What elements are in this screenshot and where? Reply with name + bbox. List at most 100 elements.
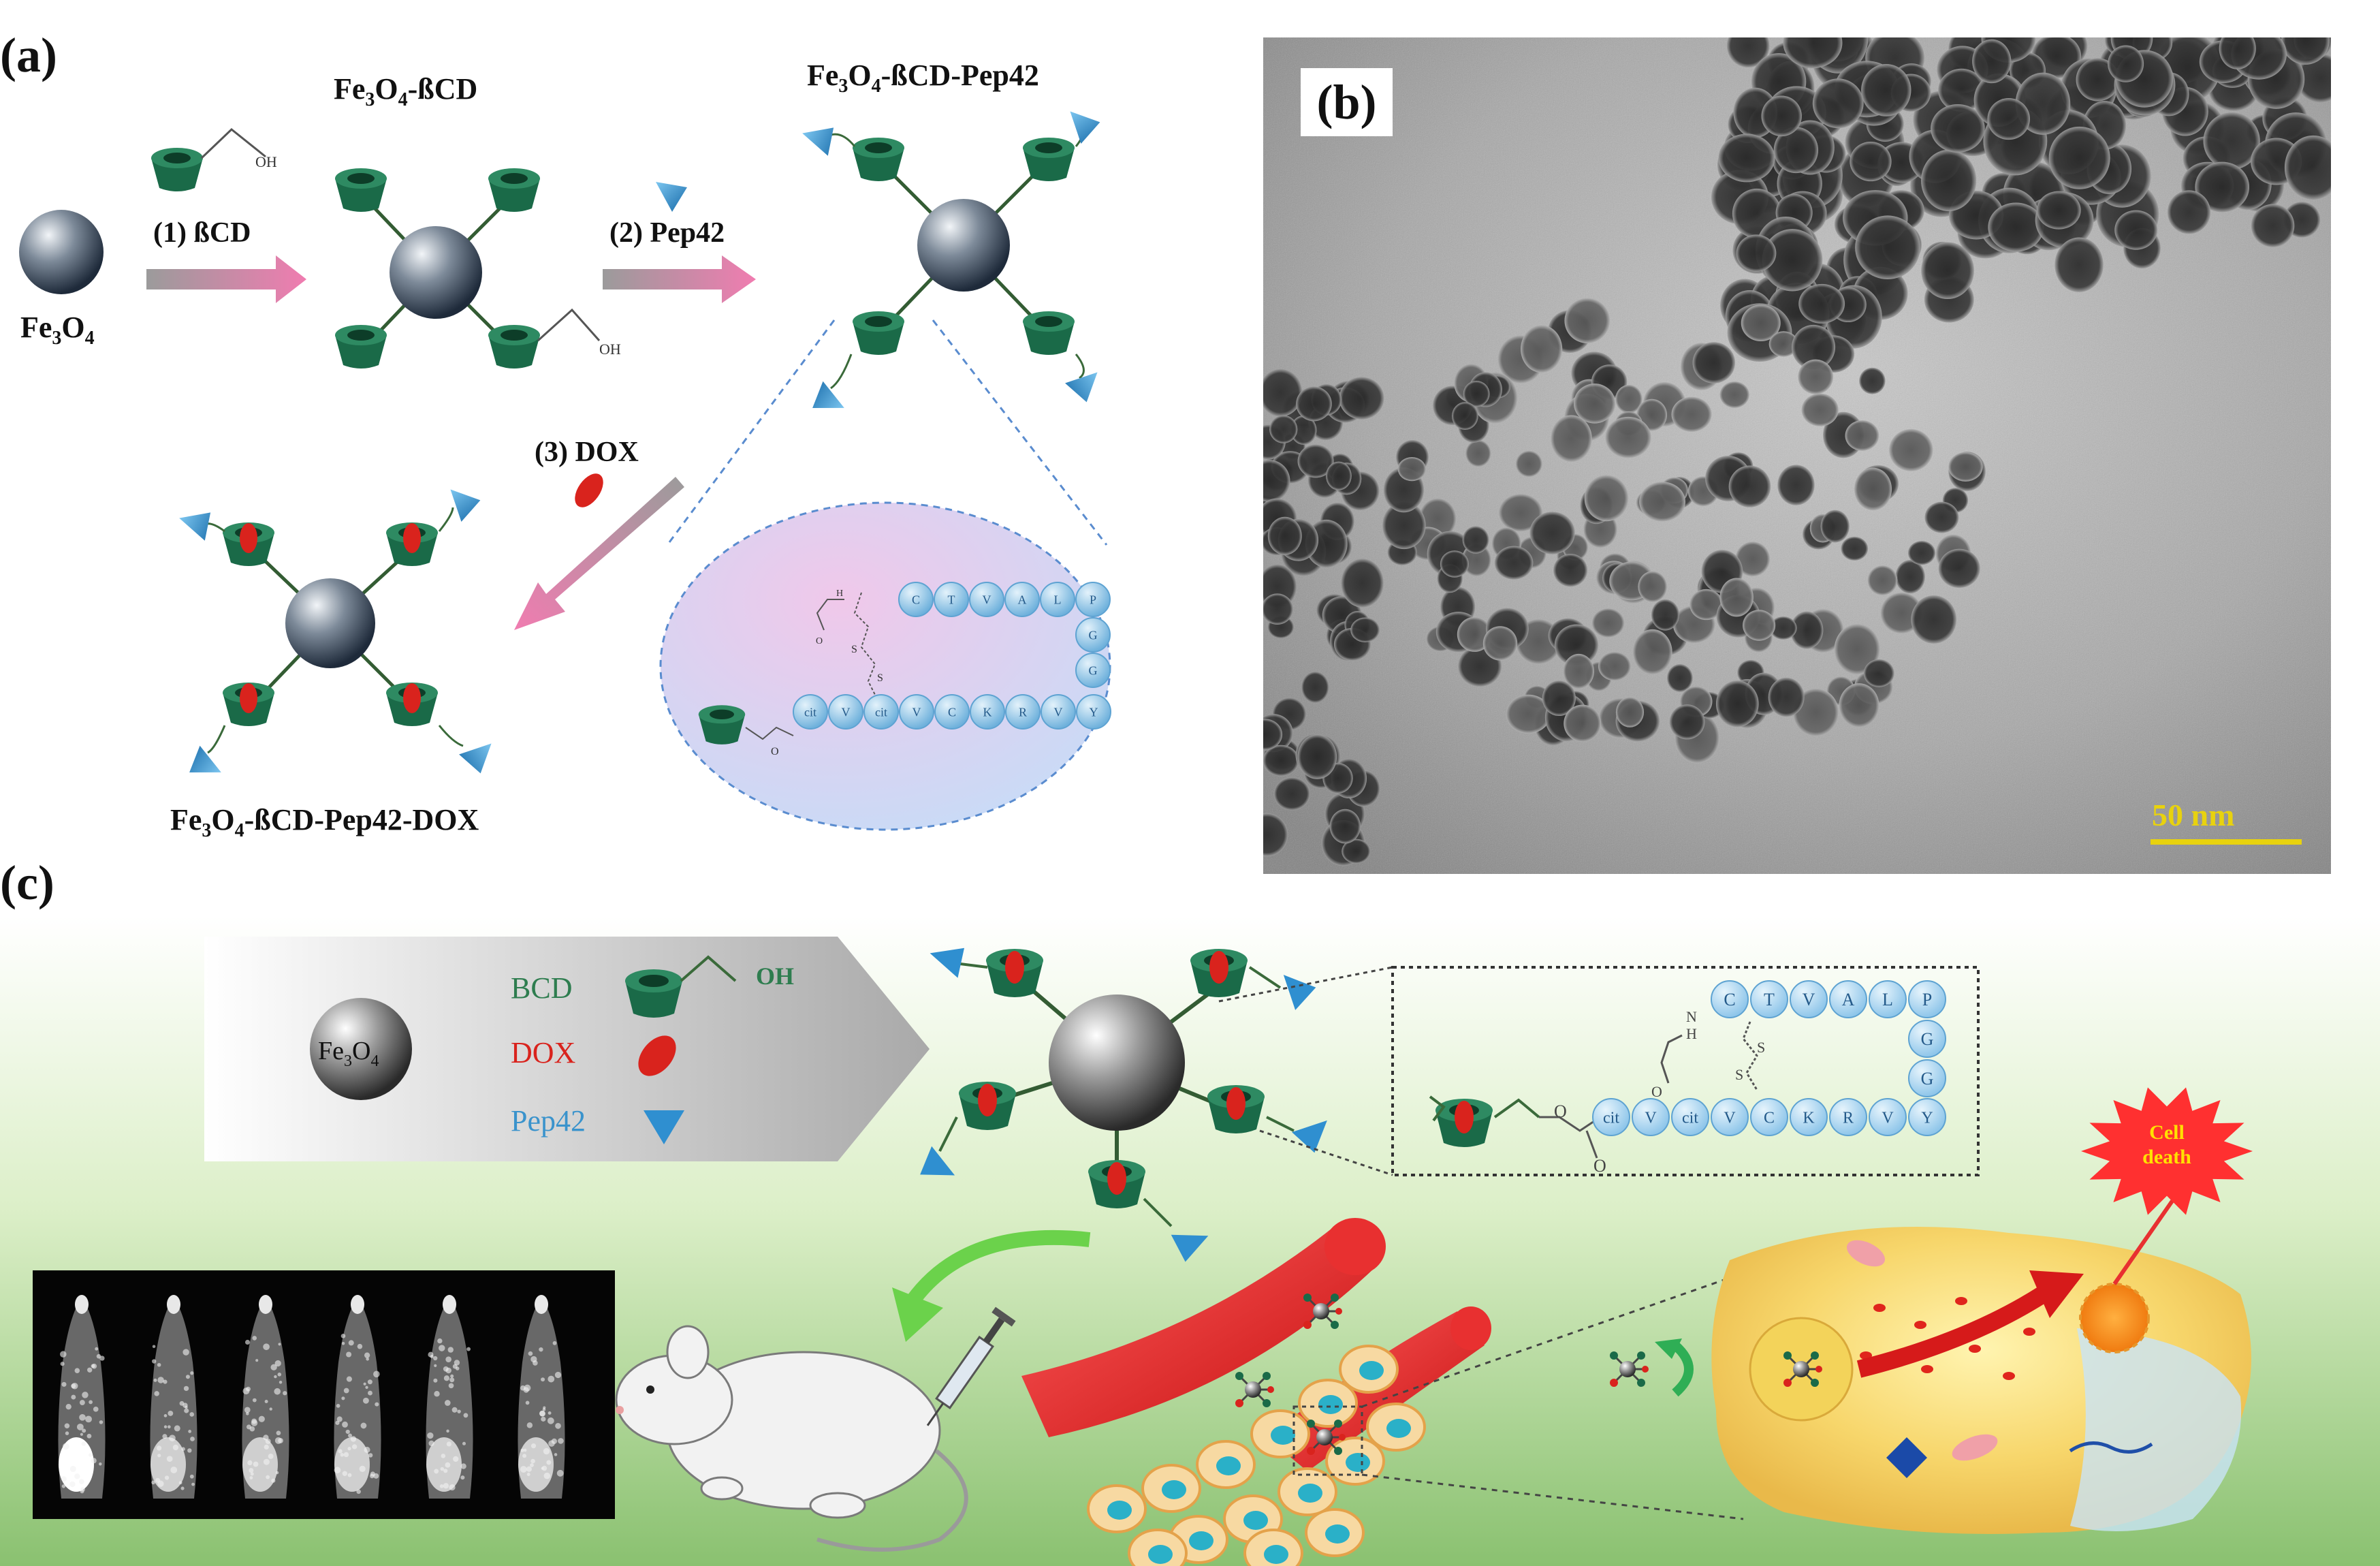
- mri-mouse-scan: [518, 1295, 565, 1499]
- nanoparticle-blob: [1263, 745, 1299, 777]
- tumor-cell: [1250, 1409, 1310, 1458]
- mouse-illustration: [615, 1325, 968, 1552]
- nanoparticle-blob: [1440, 550, 1470, 578]
- nanoparticle-blob: [1638, 571, 1668, 603]
- svg-text:R: R: [1843, 1109, 1854, 1127]
- dox-molecule: [2003, 1372, 2015, 1380]
- legend-dox-icon: [638, 1035, 676, 1076]
- nanoparticle-blob: [1768, 331, 1798, 357]
- nanoparticle-blob: [2054, 237, 2104, 292]
- peptide-bead: V: [899, 694, 934, 730]
- tumor-cell: [1339, 1345, 1399, 1394]
- nanoparticle-blob: [1790, 611, 1824, 649]
- nanoparticle-blob: [1529, 512, 1575, 554]
- panel-c-label: (c): [0, 856, 54, 910]
- peptide-bead: L: [1040, 582, 1075, 617]
- nanoparticle-blob: [1931, 104, 1985, 153]
- nanoparticle-blob: [1820, 510, 1850, 543]
- svg-text:V: V: [1645, 1109, 1657, 1127]
- cell-death-label-2: death: [2142, 1146, 2191, 1168]
- nanoparticle-blob: [1329, 809, 1361, 844]
- fe3o4-bcd-pep42-dox-structure: [179, 489, 492, 778]
- scale-bar-label: 50 nm: [2152, 798, 2235, 832]
- peptide-bead: L: [1869, 980, 1907, 1018]
- bcd-anchor-in-oval: [698, 705, 746, 745]
- nanoparticle-blob: [1554, 624, 1599, 666]
- tumor-cell: [1325, 1437, 1385, 1486]
- nanoparticle-blob: [1719, 381, 1749, 408]
- oval-ss-label-1: S: [851, 644, 857, 655]
- nanoparticle-blob: [1972, 39, 2012, 84]
- nanoparticle-blob: [1889, 428, 1933, 471]
- peptide-bead: cit: [1671, 1098, 1709, 1136]
- tumor-cell: [1298, 1379, 1358, 1428]
- compound-fe3o4-bcd-pep42-title: Fe3O4-ßCD-Pep42: [807, 59, 1039, 97]
- mri-mouse-scan: [58, 1295, 106, 1499]
- nanoparticle-blob: [1325, 461, 1352, 490]
- nanoparticle-blob: [1269, 415, 1298, 443]
- peptide-zoom-oval: [659, 501, 1111, 831]
- peptide-bead: A: [1829, 980, 1867, 1018]
- box-oxy-label-2: O: [1593, 1156, 1606, 1176]
- nanoparticle-blob: [1515, 450, 1542, 477]
- svg-text:A: A: [1018, 593, 1027, 606]
- svg-text:V: V: [1803, 990, 1815, 1009]
- peptide-bead: V: [1869, 1098, 1907, 1136]
- legend-core-label: Fe3O4: [318, 1037, 379, 1070]
- nanoparticle-blob: [1605, 416, 1651, 458]
- nanoparticle-blob: [1762, 229, 1823, 292]
- svg-text:K: K: [1803, 1109, 1815, 1127]
- dox-free: [575, 473, 603, 507]
- compound-fe3o4-bcd-title: Fe3O4-ßCD: [334, 72, 478, 110]
- svg-text:P: P: [1090, 593, 1096, 606]
- mri-mouse-scan: [334, 1295, 381, 1499]
- nanoparticle-blob: [2219, 37, 2256, 69]
- nanoparticle-blob: [1692, 342, 1736, 383]
- nanoparticle-blob: [1834, 624, 1880, 675]
- nanoparticle-blob: [1728, 465, 1771, 507]
- peptide-bead: G: [1075, 617, 1111, 653]
- fe3o4-core-bare: [19, 210, 104, 294]
- tumor-cell: [1366, 1403, 1426, 1452]
- nanoparticle-blob: [1773, 127, 1819, 174]
- peptide-bead: A: [1004, 582, 1040, 617]
- nanoparticle-blob: [1290, 415, 1317, 445]
- svg-text:A: A: [1842, 990, 1855, 1009]
- peptide-bead: T: [1750, 980, 1788, 1018]
- oval-ss-label-2: S: [877, 672, 883, 684]
- peptide-bead: R: [1829, 1098, 1867, 1136]
- nanoparticle-blob: [1666, 663, 1693, 692]
- nanoparticle-blob: [1632, 629, 1672, 675]
- nanoparticle-blob: [1769, 616, 1797, 640]
- nanoparticle-blob: [1895, 559, 1925, 594]
- nanoparticle-blob: [1397, 457, 1426, 482]
- nanoparticle-blob: [1801, 393, 1839, 426]
- nanoparticle-blob: [1462, 526, 1489, 554]
- box-bcd-dox-icon: [1435, 1099, 1493, 1147]
- dox-molecule: [1955, 1297, 1967, 1305]
- box-s-label-1: S: [1757, 1039, 1765, 1056]
- dying-cell: [2079, 1283, 2150, 1353]
- cell-death-burst: [2081, 1087, 2253, 1215]
- svg-text:G: G: [1089, 628, 1098, 642]
- nanoparticle-blob: [1798, 359, 1834, 394]
- dox-molecule: [1921, 1365, 1933, 1373]
- peptide-bead: Y: [1076, 694, 1111, 730]
- box-o-label: O: [1651, 1083, 1662, 1100]
- arrow-step3: [514, 477, 684, 630]
- svg-text:C: C: [1764, 1109, 1775, 1127]
- peptide-bead: C: [1750, 1098, 1788, 1136]
- svg-text:cit: cit: [875, 705, 887, 719]
- svg-text:V: V: [983, 593, 991, 606]
- nanoparticle-blob: [1777, 465, 1815, 505]
- svg-text:V: V: [1882, 1109, 1894, 1127]
- nanoparticle-blob: [1598, 651, 1632, 681]
- peptide-bead: K: [1790, 1098, 1828, 1136]
- svg-text:R: R: [1019, 705, 1027, 719]
- nanoparticle-blob: [1715, 680, 1759, 727]
- fe3o4-core-label: Fe3O4: [20, 311, 95, 349]
- dox-molecule: [2023, 1328, 2035, 1336]
- mri-image-strip: [33, 1270, 615, 1519]
- nanoparticle-blob: [1921, 149, 1977, 212]
- nanoparticle-blob: [1263, 369, 1303, 417]
